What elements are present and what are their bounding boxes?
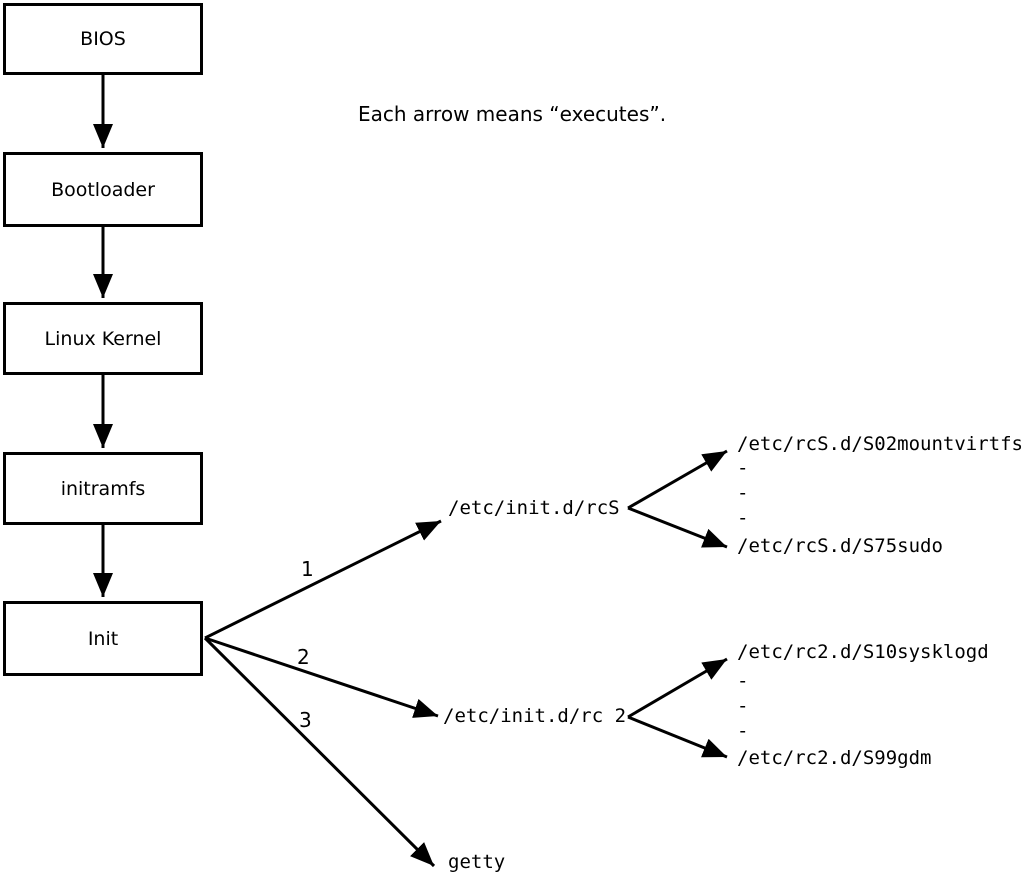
rc2-child-ellipsis: - [737, 695, 749, 717]
box-linux-kernel: Linux Kernel [3, 302, 203, 375]
rcS-child-ellipsis: - [737, 507, 749, 529]
arrow-rcS-to-s75sudo [627, 506, 728, 549]
box-initramfs-label: initramfs [60, 477, 146, 500]
arrow-init-to-rcS [204, 519, 442, 640]
arrow-rc2-to-s99gdm [627, 715, 728, 759]
rcS-child-script: /etc/rcS.d/S02mountvirtfs [737, 433, 1023, 455]
rc2-child-ellipsis: - [737, 670, 749, 692]
branch-1-target: /etc/init.d/rcS [448, 497, 620, 519]
branch-3-number: 3 [299, 708, 312, 732]
rcS-child-ellipsis: - [737, 457, 749, 479]
rc2-child-script: /etc/rc2.d/S99gdm [737, 747, 932, 769]
box-init: Init [3, 601, 203, 676]
box-bootloader: Bootloader [3, 152, 203, 227]
rc2-child-script: /etc/rc2.d/S10sysklogd [737, 641, 989, 663]
diagram-caption: Each arrow means “executes”. [358, 102, 667, 126]
box-initramfs: initramfs [3, 452, 203, 525]
branch-2-target: /etc/init.d/rc 2 [443, 705, 627, 727]
arrow-init-to-rc2 [204, 636, 439, 718]
arrow-init-to-getty [203, 636, 436, 868]
branch-2-number: 2 [297, 645, 310, 669]
box-init-label: Init [87, 627, 119, 650]
branch-1-number: 1 [301, 557, 314, 581]
rcS-child-script: /etc/rcS.d/S75sudo [737, 535, 943, 557]
box-bios: BIOS [3, 3, 203, 75]
rcS-child-ellipsis: - [737, 482, 749, 504]
arrow-rcS-to-s02mountvirtfs [627, 449, 728, 510]
rc2-child-ellipsis: - [737, 720, 749, 742]
box-bootloader-label: Bootloader [51, 178, 155, 201]
box-bios-label: BIOS [80, 28, 126, 50]
box-linux-kernel-label: Linux Kernel [44, 327, 162, 350]
branch-3-target: getty [448, 851, 506, 873]
arrow-rc2-to-s10sysklogd [627, 657, 728, 719]
